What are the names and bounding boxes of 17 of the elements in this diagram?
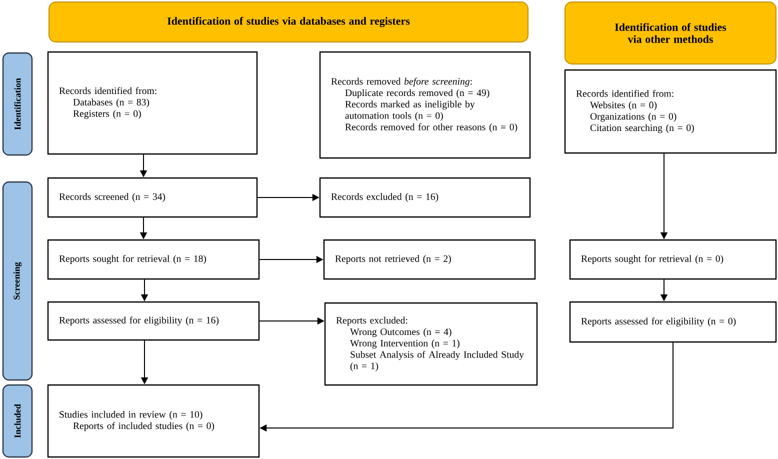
section-header: Identification of studies via databases and registers xyxy=(48,2,528,42)
process-box: Records identified from: Websites (n = 0) Organizations (n = 0) Citation searching (n = 0) xyxy=(564,69,777,154)
process-box: Studies included in review (n = 10) Reports of included studies (n = 0) xyxy=(47,384,260,458)
process-box: Records removed before screening: Duplicate records removed (n = 49) Records marked as ineligible by automation tools (n = 0) Records removed for other reasons (n = 0) xyxy=(319,51,531,159)
process-box: Records identified from: Databases (n = 83) Registers (n = 0) xyxy=(47,51,258,155)
section-header: Identification of studies via other methods xyxy=(564,2,776,64)
process-box: Records screened (n = 34) xyxy=(47,177,258,218)
process-box: Reports not retrieved (n = 2) xyxy=(323,239,536,280)
phase-label: Screening xyxy=(2,181,33,381)
phase-label: Included xyxy=(2,384,33,458)
process-box: Reports sought for retrieval (n = 0) xyxy=(569,239,777,280)
process-box: Records excluded (n = 16) xyxy=(319,177,531,218)
process-box: Reports assessed for eligibility (n = 16) xyxy=(47,301,260,341)
process-box: Reports assessed for eligibility (n = 0) xyxy=(569,301,777,343)
process-box: Reports excluded: Wrong Outcomes (n = 4) Wrong Intervention (n = 1) Subset Analysis of Already Included Study (n = 1) xyxy=(324,302,538,386)
process-box: Reports sought for retrieval (n = 18) xyxy=(47,239,260,280)
phase-label: Identification xyxy=(2,52,33,156)
